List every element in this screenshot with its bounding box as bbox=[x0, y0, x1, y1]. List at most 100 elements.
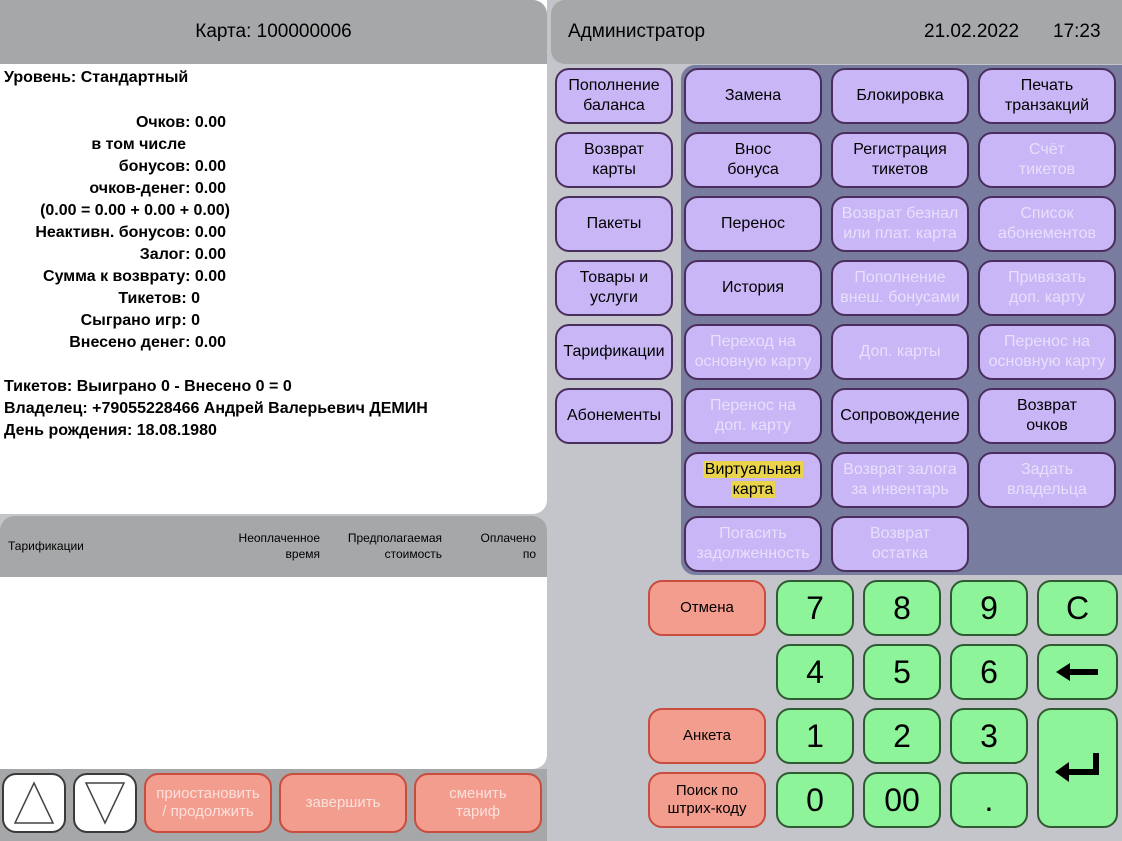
key-8[interactable]: 8 bbox=[863, 580, 941, 636]
birthday-info: День рождения: 18.08.1980 bbox=[4, 422, 217, 439]
ticket-count-label-1: Счёт bbox=[1029, 141, 1065, 158]
points-money-value: очков-денег: 0.00 bbox=[89, 180, 226, 197]
scroll-up-button[interactable] bbox=[2, 773, 66, 833]
replace-button[interactable]: Замена bbox=[684, 68, 822, 124]
replace-label: Замена bbox=[724, 87, 782, 104]
key-dot[interactable]: . bbox=[950, 772, 1028, 828]
key-9[interactable]: 9 bbox=[950, 580, 1028, 636]
return-points-label-2: очков bbox=[1026, 417, 1068, 434]
bottom-action-bar: приостановить/ продолжить завершить смен… bbox=[0, 769, 547, 841]
col-unpaid-line2: время bbox=[285, 547, 320, 561]
print-label-1: Печать bbox=[1020, 77, 1074, 94]
add-bonus-button[interactable]: Внос бонуса bbox=[684, 132, 822, 188]
ext-bonus-label-1: Пополнение bbox=[854, 269, 946, 286]
barcode-label-2: штрих-коду bbox=[667, 800, 747, 817]
sub-list-label-2: абонементов bbox=[998, 225, 1096, 242]
cancel-label: Отмена bbox=[680, 599, 734, 616]
card-title: Карта: 100000006 bbox=[0, 0, 547, 64]
add-bonus-label-1: Внос bbox=[734, 141, 772, 158]
col-cost-line2: стоимость bbox=[384, 547, 442, 561]
set-owner-button[interactable]: Задать владельца bbox=[978, 452, 1116, 508]
finish-button[interactable]: завершить bbox=[279, 773, 407, 833]
backspace-button[interactable] bbox=[1037, 644, 1118, 700]
col-estimated-cost: Предполагаемая стоимость bbox=[321, 530, 442, 562]
change-label-1: сменить bbox=[449, 785, 507, 802]
add-bonus-label-2: бонуса bbox=[727, 161, 779, 178]
form-button[interactable]: Анкета bbox=[648, 708, 766, 764]
col-paid-line1: Оплачено bbox=[480, 531, 536, 545]
packages-button[interactable]: Пакеты bbox=[555, 196, 673, 252]
ext-bonus-label-2: внеш. бонусами bbox=[840, 289, 960, 306]
key-5[interactable]: 5 bbox=[863, 644, 941, 700]
return-rest-label-1: Возврат bbox=[870, 525, 930, 542]
key-2[interactable]: 2 bbox=[863, 708, 941, 764]
deposit-value: Залог: 0.00 bbox=[139, 246, 226, 263]
return-points-button[interactable]: Возврат очков bbox=[978, 388, 1116, 444]
extra-cards-button[interactable]: Доп. карты bbox=[831, 324, 969, 380]
key-1[interactable]: 1 bbox=[776, 708, 854, 764]
return-points-label-1: Возврат bbox=[1017, 397, 1077, 414]
including-label: в том числе bbox=[91, 136, 186, 153]
suspend-resume-button[interactable]: приостановить/ продолжить bbox=[144, 773, 272, 833]
key-7[interactable]: 7 bbox=[776, 580, 854, 636]
external-bonus-topup-button[interactable]: Пополнение внеш. бонусами bbox=[831, 260, 969, 316]
key-3[interactable]: 3 bbox=[950, 708, 1028, 764]
reg-tickets-label-2: тикетов bbox=[871, 161, 929, 178]
to-main-label-1: Переход на bbox=[710, 333, 796, 350]
col-paid-until: Оплачено по bbox=[445, 530, 536, 562]
block-button[interactable]: Блокировка bbox=[831, 68, 969, 124]
subscriptions-button[interactable]: Абонементы bbox=[555, 388, 673, 444]
enter-button[interactable] bbox=[1037, 708, 1118, 828]
subscriptions-label: Абонементы bbox=[566, 407, 662, 424]
history-button[interactable]: История bbox=[684, 260, 822, 316]
suspend-label-2: / продолжить bbox=[162, 803, 254, 820]
subscriptions-list-button[interactable]: Список абонементов bbox=[978, 196, 1116, 252]
block-label: Блокировка bbox=[856, 87, 944, 104]
return-card-label-1: Возврат bbox=[584, 141, 644, 158]
key-0[interactable]: 0 bbox=[776, 772, 854, 828]
transfer-button[interactable]: Перенос bbox=[684, 196, 822, 252]
games-played-value: Сыграно игр: 0 bbox=[80, 312, 200, 329]
tariffs-table-header: Тарификации Неоплаченное время Предполаг… bbox=[0, 516, 547, 577]
inactive-bonuses-value: Неактивн. бонусов: 0.00 bbox=[35, 224, 226, 241]
set-owner-label-2: владельца bbox=[1007, 481, 1087, 498]
tickets-value: Тикетов: 0 bbox=[118, 290, 200, 307]
triangle-down-icon bbox=[84, 782, 126, 825]
key-6[interactable]: 6 bbox=[950, 644, 1028, 700]
scroll-down-button[interactable] bbox=[73, 773, 137, 833]
current-date: 21.02.2022 bbox=[924, 21, 1020, 42]
go-to-main-card-button[interactable]: Переход на основную карту bbox=[684, 324, 822, 380]
points-formula: (0.00 = 0.00 + 0.00 + 0.00) bbox=[40, 202, 230, 219]
move-extra-label-1: Перенос на bbox=[709, 397, 797, 414]
cashless-label-2: или плат. карта bbox=[843, 225, 957, 242]
sub-list-label-1: Список bbox=[1020, 205, 1074, 222]
to-main-label-2: основную карту bbox=[694, 353, 812, 370]
set-owner-label-1: Задать bbox=[1020, 461, 1074, 478]
key-clear[interactable]: C bbox=[1037, 580, 1118, 636]
virtual-label-1: Виртуальная bbox=[702, 461, 804, 478]
points-value: Очков: 0.00 bbox=[135, 114, 226, 131]
tariffs-button[interactable]: Тарификации bbox=[555, 324, 673, 380]
cancel-button[interactable]: Отмена bbox=[648, 580, 766, 636]
key-00[interactable]: 00 bbox=[863, 772, 941, 828]
escort-button[interactable]: Сопровождение bbox=[831, 388, 969, 444]
card-number-label: Карта: 100000006 bbox=[195, 21, 352, 42]
card-level: Уровень: Стандартный bbox=[4, 69, 189, 86]
key-4[interactable]: 4 bbox=[776, 644, 854, 700]
